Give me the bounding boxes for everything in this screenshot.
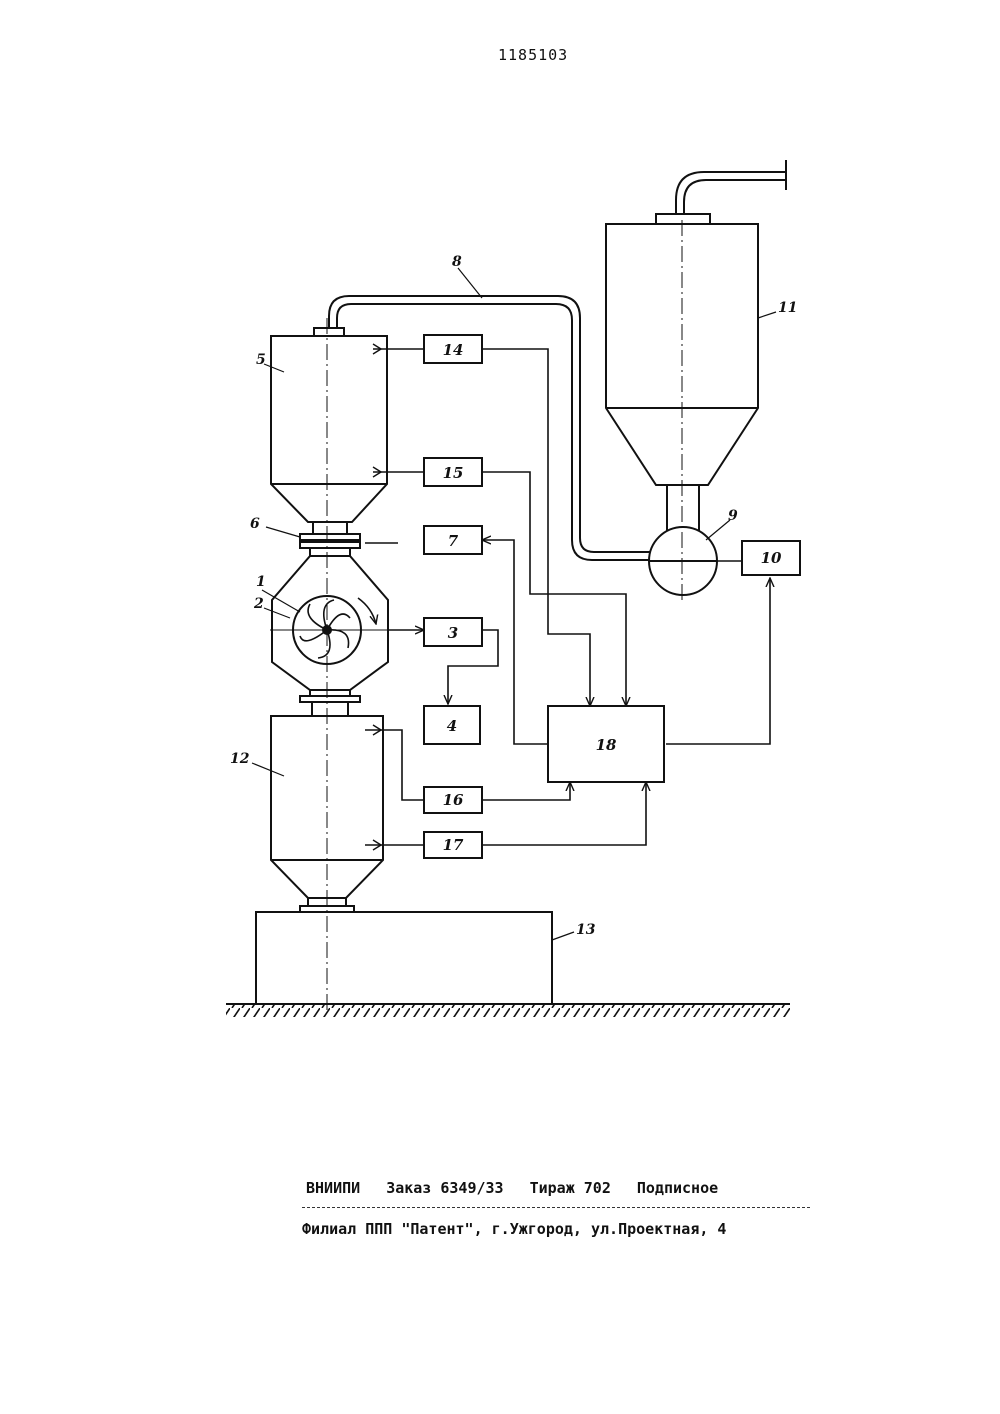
outlet-pipe xyxy=(676,172,786,214)
label-15: 15 xyxy=(443,464,464,482)
ground-hatch xyxy=(226,1005,790,1017)
label-9: 9 xyxy=(728,508,738,524)
silo-cap xyxy=(656,214,710,224)
label-5: 5 xyxy=(256,352,266,368)
label-2: 2 xyxy=(253,596,264,612)
label-13: 13 xyxy=(576,922,596,938)
imprint-org: ВНИИПИ xyxy=(306,1179,360,1197)
label-1: 1 xyxy=(256,574,266,590)
label-3: 3 xyxy=(448,624,458,642)
label-16: 16 xyxy=(443,791,464,809)
label-10: 10 xyxy=(761,549,782,567)
process-diagram: 14 15 7 3 4 16 17 18 10 5 1 2 6 8 11 9 1… xyxy=(0,0,1000,1100)
label-18: 18 xyxy=(596,736,617,754)
base-13 xyxy=(256,912,552,1004)
imprint-line: ВНИИПИ Заказ 6349/33 Тираж 702 Подписное xyxy=(306,1179,744,1197)
silo-outlet xyxy=(667,485,699,533)
label-11: 11 xyxy=(778,300,797,316)
hopper-5-cap xyxy=(314,328,344,336)
label-12: 12 xyxy=(230,751,250,767)
imprint-address: Филиал ППП "Патент", г.Ужгород, ул.Проек… xyxy=(302,1220,726,1238)
imprint-subscription: Подписное xyxy=(637,1179,718,1197)
label-6: 6 xyxy=(250,516,260,532)
imprint-circulation: Тираж 702 xyxy=(530,1179,611,1197)
label-7: 7 xyxy=(448,532,459,550)
label-17: 17 xyxy=(443,836,464,854)
label-14: 14 xyxy=(443,341,464,359)
imprint-order: Заказ 6349/33 xyxy=(386,1179,503,1197)
flange-6 xyxy=(300,534,360,540)
label-8: 8 xyxy=(452,254,462,270)
imprint-divider xyxy=(302,1207,810,1208)
hopper-5 xyxy=(271,336,387,522)
label-4: 4 xyxy=(447,717,457,735)
